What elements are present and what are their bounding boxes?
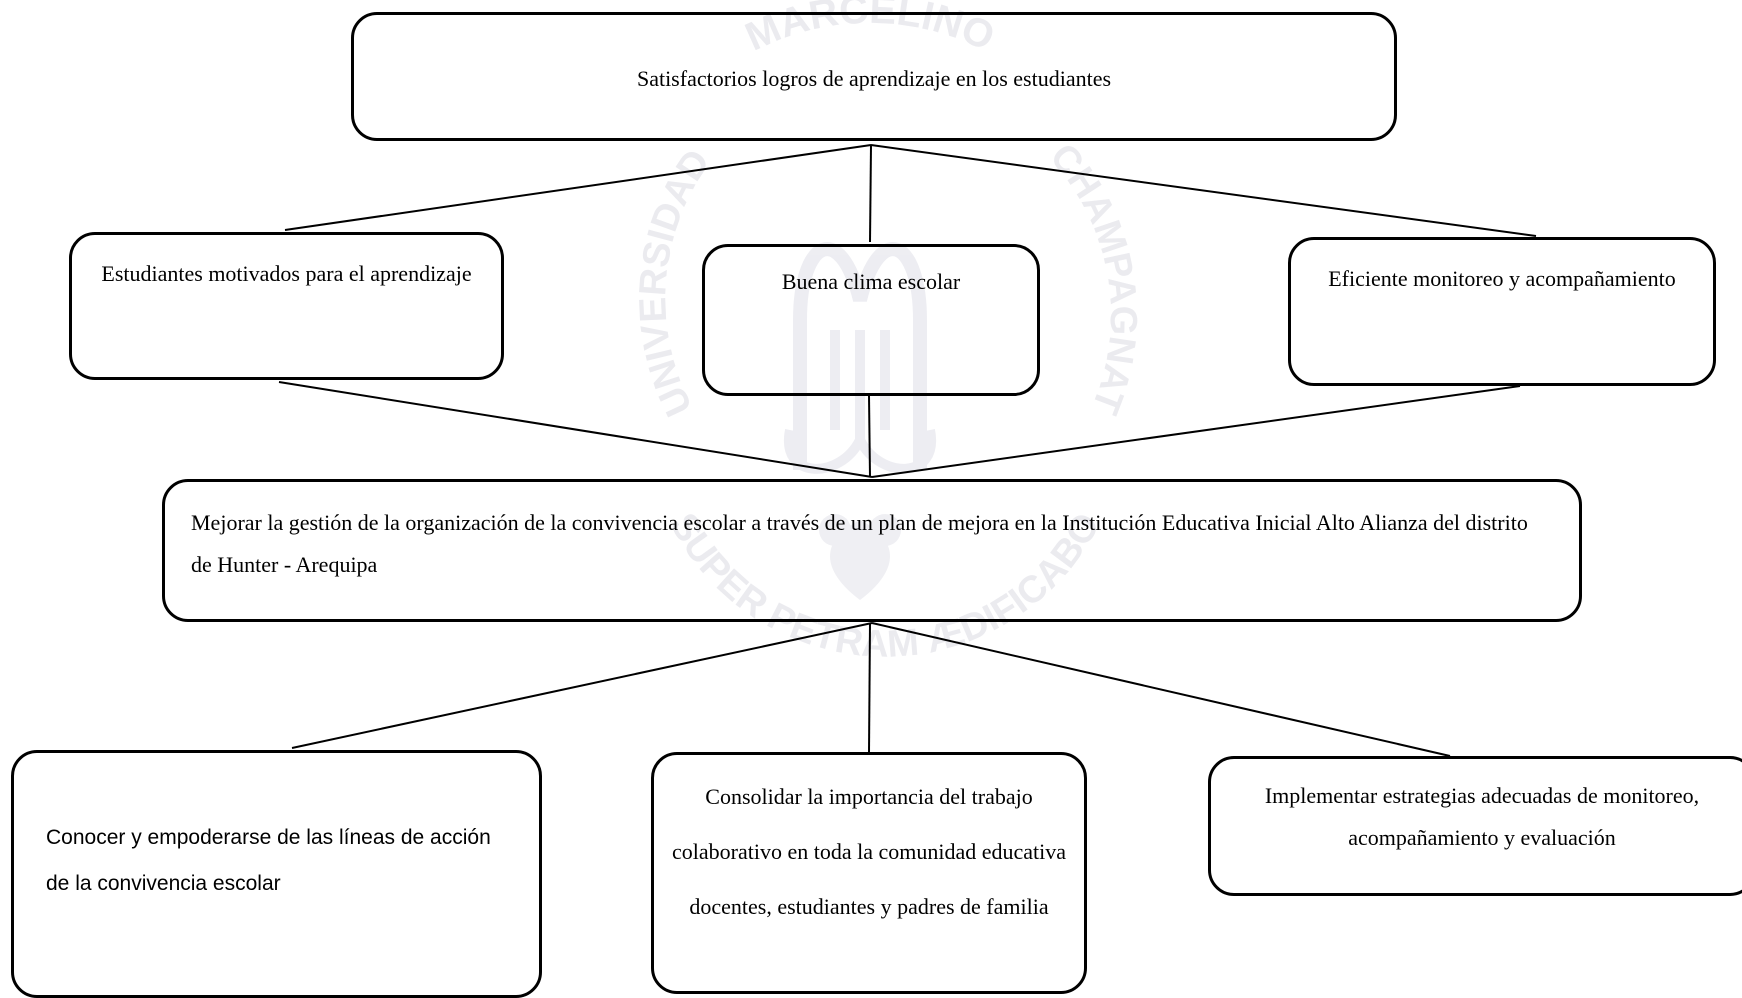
result-text: Buena clima escolar [781,269,961,294]
connector-objective-to-action-3 [871,622,1451,757]
result-text: Estudiantes motivados para el aprendizaj… [101,261,472,286]
action-text: Conocer y empoderarse de las líneas de a… [46,826,491,895]
result-text: Eficiente monitoreo y acompañamiento [1328,266,1676,291]
objective-text: Mejorar la gestión de la organización de… [191,510,1528,577]
action-box-collaboration: Consolidar la importancia del trabajo co… [651,752,1087,994]
objective-box: Mejorar la gestión de la organización de… [162,479,1582,622]
connector-goal-to-result-3 [870,144,1537,237]
action-text: Consolidar la importancia del trabajo co… [672,784,1067,919]
connector-goal-to-result-1 [284,144,872,231]
action-box-coexistence: Conocer y empoderarse de las líneas de a… [11,750,542,998]
goal-text: Satisfactorios logros de aprendizaje en … [636,66,1112,91]
connector-result-2-to-objective [868,395,871,478]
connector-result-3-to-objective [871,385,1521,478]
action-box-strategies: Implementar estrategias adecuadas de mon… [1208,756,1742,896]
connector-goal-to-result-2 [869,144,872,243]
connector-objective-to-action-2 [868,622,871,753]
result-box-monitoring: Eficiente monitoreo y acompañamiento [1288,237,1716,386]
connector-objective-to-action-1 [291,622,873,749]
connector-result-1-to-objective [278,381,873,478]
result-box-motivation: Estudiantes motivados para el aprendizaj… [69,232,504,380]
goal-box: Satisfactorios logros de aprendizaje en … [351,12,1397,141]
result-box-climate: Buena clima escolar [702,244,1040,396]
action-text: Implementar estrategias adecuadas de mon… [1264,783,1700,850]
